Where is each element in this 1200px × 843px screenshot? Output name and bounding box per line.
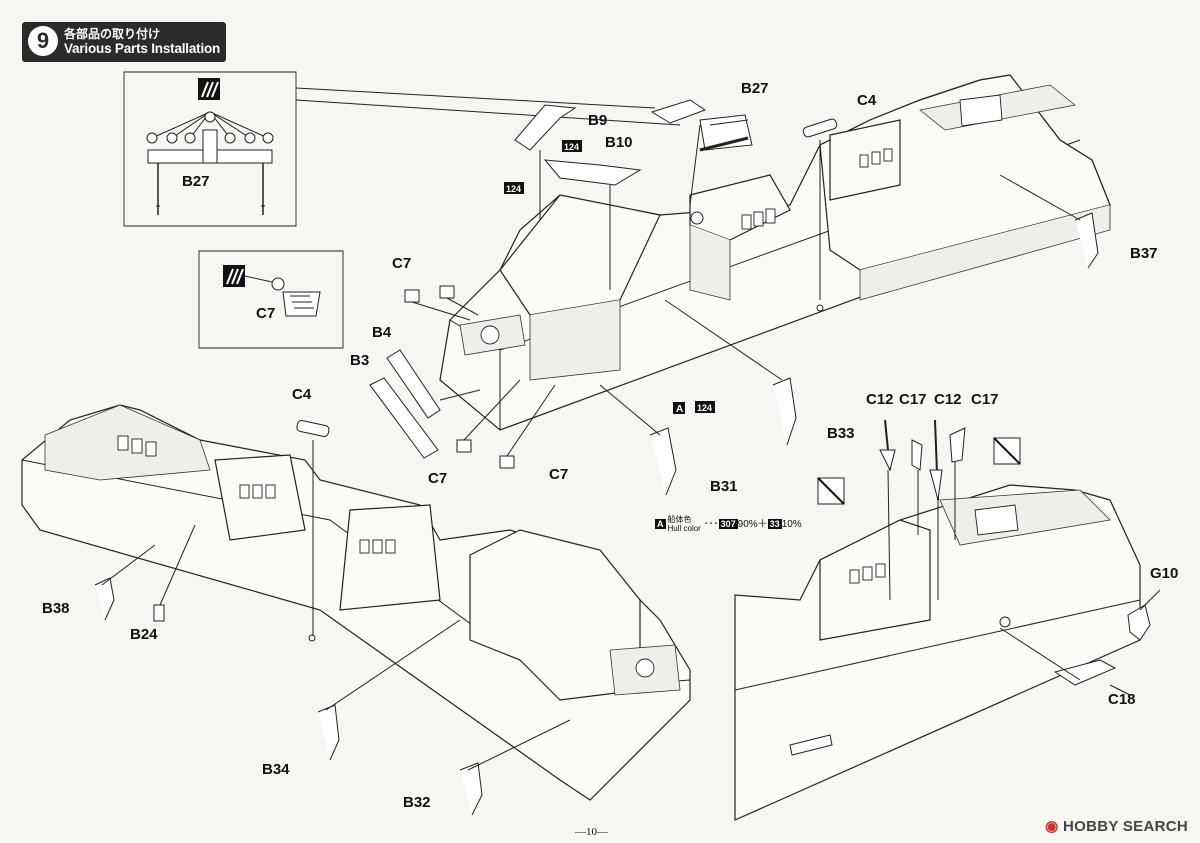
hull-color-en: Hull color (667, 524, 701, 533)
step-title-en: Various Parts Installation (64, 41, 221, 56)
mast-part-drawing (146, 111, 274, 215)
part-label-b4: B4 (372, 324, 392, 341)
part-label-c18: C18 (1108, 691, 1136, 708)
part-label-b9: B9 (588, 112, 607, 129)
crane-detail-inset: C7 (198, 250, 344, 349)
paint-number: 307 (718, 519, 738, 529)
paint-tag-a: A (655, 519, 666, 529)
hull-color-jp: 船体色 (667, 515, 692, 524)
part-label-c7: C7 (428, 470, 447, 487)
part-label-b38: B38 (42, 600, 70, 617)
part-label-b10: B10 (605, 134, 633, 151)
step-number: 9 (28, 26, 58, 56)
paint-tags: 124 124 124 A (504, 140, 715, 415)
part-label-b31: B31 (710, 478, 738, 495)
part-label-c17: C17 (899, 391, 927, 408)
no-glue-icon (817, 437, 1021, 505)
part-label-c17: C17 (971, 391, 999, 408)
part-label-g10: G10 (1150, 565, 1178, 582)
parts-right-hull (817, 419, 1161, 696)
part-label-c4: C4 (857, 92, 877, 109)
part-label-c7: C7 (392, 255, 411, 272)
dots: ･･･ (703, 519, 719, 530)
paint-tag-124: 124 (697, 403, 712, 413)
page-number: —10— (575, 826, 608, 838)
paint-number: 33 (767, 519, 782, 529)
part-label-b37: B37 (1130, 245, 1158, 262)
paint-tag-a: A (676, 404, 683, 415)
hull-view-top (439, 74, 1111, 431)
mast-detail-inset: B27 (123, 71, 681, 227)
part-label-c7: C7 (549, 466, 568, 483)
part-label-c12: C12 (866, 391, 894, 408)
parts-left-hull (94, 420, 571, 816)
paint-tag-124: 124 (506, 184, 521, 194)
part-label-b3: B3 (350, 352, 369, 369)
part-label-b33: B33 (827, 425, 855, 442)
watermark-brand: HOBBY SEARCH (1062, 818, 1188, 835)
parts-top-hull (369, 99, 1099, 496)
part-label-c4: C4 (292, 386, 312, 403)
part-labels: B27 C4 B9 B10 B37 C7 B4 B3 C7 C7 B33 B31… (42, 80, 1178, 811)
hull-view-right (734, 484, 1141, 821)
paint-tag-124: 124 (564, 142, 579, 152)
part-label-b27: B27 (741, 80, 769, 97)
step-header: 9 各部品の取り付け Various Parts Installation (22, 22, 226, 62)
hull-view-left (21, 404, 691, 801)
plus-sign: ＋ (757, 519, 768, 530)
mast-inset-label: B27 (182, 173, 210, 190)
paint-percent: 10% (781, 519, 802, 530)
watermark: ◉ HOBBY SEARCH (1045, 818, 1188, 835)
paint-percent: 90% (737, 519, 758, 530)
part-label-b24: B24 (130, 626, 158, 643)
part-label-c12: C12 (934, 391, 962, 408)
crane-inset-label: C7 (256, 305, 275, 322)
step-title-jp: 各部品の取り付け (64, 27, 161, 41)
part-label-b32: B32 (403, 794, 431, 811)
part-label-b34: B34 (262, 761, 290, 778)
